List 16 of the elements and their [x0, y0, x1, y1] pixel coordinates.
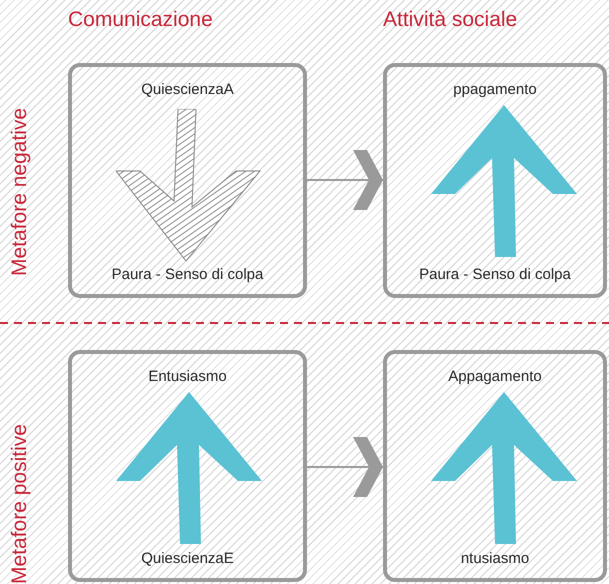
row-heading: Metafore positive [8, 424, 32, 584]
card-caption: Paura - Senso di colpa [110, 266, 264, 283]
card-box [383, 63, 607, 298]
card-title: QuiescienzaA [140, 81, 235, 98]
card-caption: Paura - Senso di colpa [418, 266, 572, 283]
card-box [383, 350, 607, 582]
card-title: Entusiasmo [147, 368, 228, 385]
card-caption: ntusiasmo [460, 550, 530, 567]
column-heading: Comunicazione [68, 8, 213, 32]
card-box [68, 63, 307, 298]
card-title: Appagamento [447, 368, 543, 385]
card-box [68, 350, 307, 582]
column-heading: Attività sociale [383, 8, 518, 32]
card-title: ppagamento [452, 81, 538, 98]
card-caption: QuiescienzaE [140, 550, 235, 567]
row-heading: Metafore negative [8, 108, 32, 276]
